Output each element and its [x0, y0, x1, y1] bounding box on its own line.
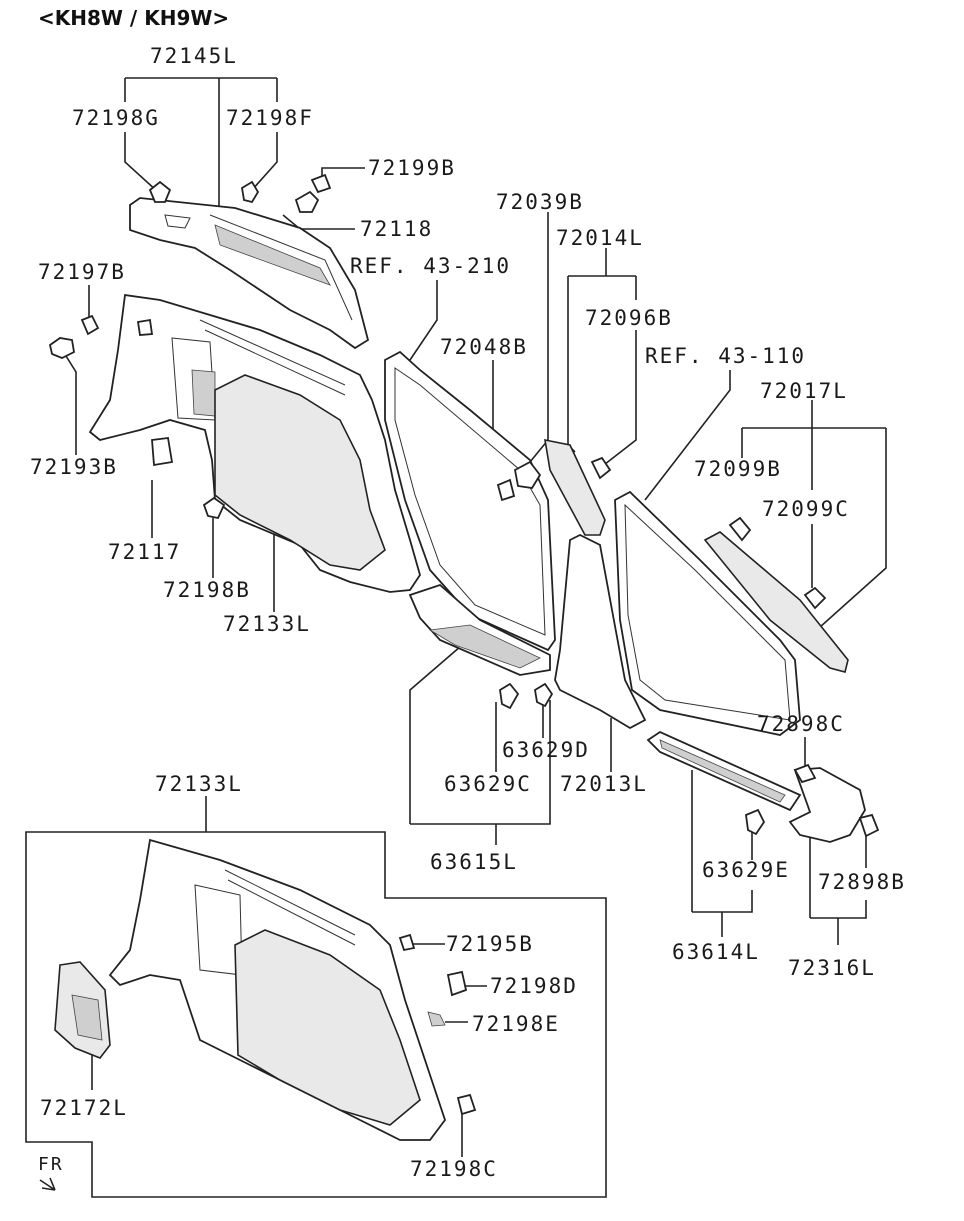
label-72172L: 72172L: [40, 1096, 128, 1120]
center-pillar-trim: [544, 438, 647, 730]
label-72898C: 72898C: [757, 712, 845, 736]
label-72039B: 72039B: [496, 190, 584, 214]
cowl-side-trim: [788, 763, 880, 843]
label-72117: 72117: [108, 540, 182, 564]
label-63615L: 63615L: [430, 850, 518, 874]
label-72198D: 72198D: [490, 974, 578, 998]
label-72145L: 72145L: [150, 44, 238, 68]
label-72198C: 72198C: [410, 1157, 498, 1181]
rear-scuff-plate: [408, 583, 554, 710]
label-72099B: 72099B: [694, 457, 782, 481]
label-72195B: 72195B: [446, 932, 534, 956]
label-72096B: 72096B: [585, 306, 673, 330]
label-ref-43-110: REF. 43-110: [645, 344, 807, 368]
label-fr: FR: [38, 1154, 64, 1175]
weatherstrip-front: [614, 490, 801, 736]
label-72118: 72118: [360, 217, 434, 241]
label-72198E: 72198E: [472, 1012, 560, 1036]
label-72017L: 72017L: [760, 379, 848, 403]
label-63629D: 63629D: [502, 738, 590, 762]
clips-left: [48, 314, 226, 520]
label-72048B: 72048B: [440, 335, 528, 359]
front-scuff-plate: [646, 730, 802, 836]
label-72199B: 72199B: [368, 156, 456, 180]
label-63629E: 63629E: [702, 858, 790, 882]
clips-top: [148, 173, 332, 213]
label-63614L: 63614L: [672, 940, 760, 964]
label-72133L: 72133L: [223, 612, 311, 636]
speaker-grille: [54, 961, 111, 1059]
quarter-trim-panel: [88, 293, 421, 593]
label-72013L: 72013L: [560, 772, 648, 796]
roof-rail-trim: [703, 516, 849, 673]
label-72133L-inset: 72133L: [155, 772, 243, 796]
weatherstrip-rear: [384, 350, 556, 652]
label-72198B: 72198B: [163, 578, 251, 602]
label-63629C: 63629C: [444, 772, 532, 796]
label-72197B: 72197B: [38, 260, 126, 284]
diagram-title: <KH8W / KH9W>: [38, 6, 230, 30]
label-72193B: 72193B: [30, 455, 118, 479]
label-72198F: 72198F: [226, 106, 314, 130]
label-72014L: 72014L: [556, 226, 644, 250]
label-72198G: 72198G: [72, 106, 160, 130]
label-72898B: 72898B: [818, 870, 906, 894]
front-arrow-icon: [39, 1177, 56, 1191]
upper-quarter-trim: [129, 197, 370, 350]
pillar-clips: [496, 456, 612, 502]
label-72099C: 72099C: [762, 497, 850, 521]
label-72316L: 72316L: [788, 956, 876, 980]
label-ref-43-210: REF. 43-210: [350, 254, 512, 278]
inset-quarter-trim: [108, 838, 477, 1141]
